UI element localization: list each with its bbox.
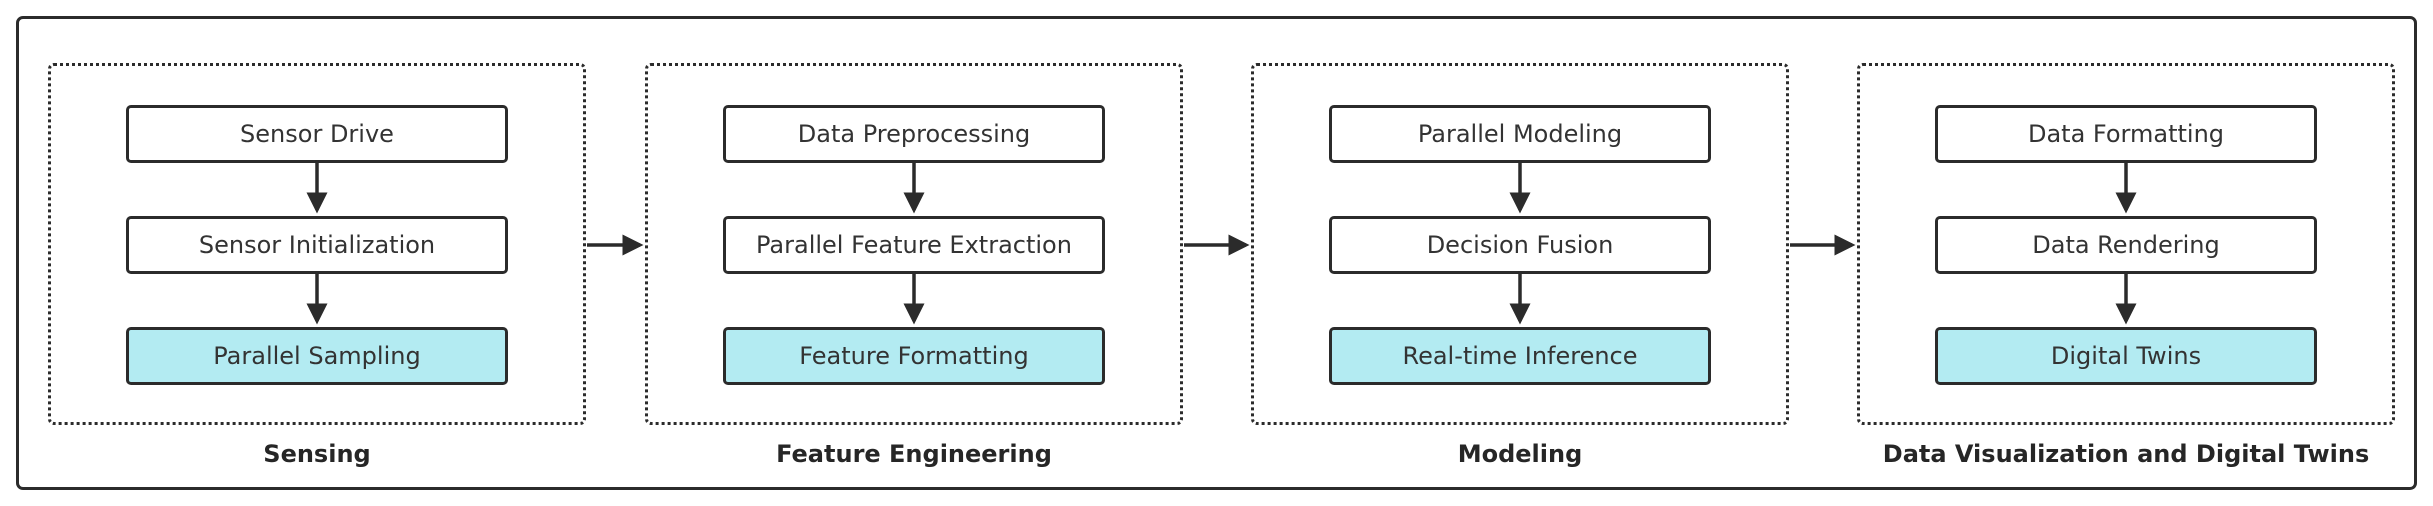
- stage-feature-engineering: Data Preprocessing Parallel Feature Extr…: [645, 63, 1183, 425]
- step-parallel-feature-extraction: Parallel Feature Extraction: [723, 216, 1105, 274]
- stage-label-data-visualization: Data Visualization and Digital Twins: [1882, 440, 2370, 468]
- step-parallel-modeling: Parallel Modeling: [1329, 105, 1711, 163]
- output-parallel-sampling: Parallel Sampling: [126, 327, 508, 385]
- stage-label-modeling: Modeling: [1457, 440, 1583, 468]
- output-feature-formatting: Feature Formatting: [723, 327, 1105, 385]
- output-real-time-inference: Real-time Inference: [1329, 327, 1711, 385]
- stage-modeling: Parallel Modeling Decision Fusion Real-t…: [1251, 63, 1789, 425]
- output-digital-twins: Digital Twins: [1935, 327, 2317, 385]
- stage-label-feature-engineering: Feature Engineering: [776, 440, 1052, 468]
- stage-label-sensing: Sensing: [263, 440, 371, 468]
- step-decision-fusion: Decision Fusion: [1329, 216, 1711, 274]
- pipeline-frame: [16, 16, 2417, 490]
- step-data-preprocessing: Data Preprocessing: [723, 105, 1105, 163]
- stage-data-visualization: Data Formatting Data Rendering Digital T…: [1857, 63, 2395, 425]
- step-data-formatting: Data Formatting: [1935, 105, 2317, 163]
- step-data-rendering: Data Rendering: [1935, 216, 2317, 274]
